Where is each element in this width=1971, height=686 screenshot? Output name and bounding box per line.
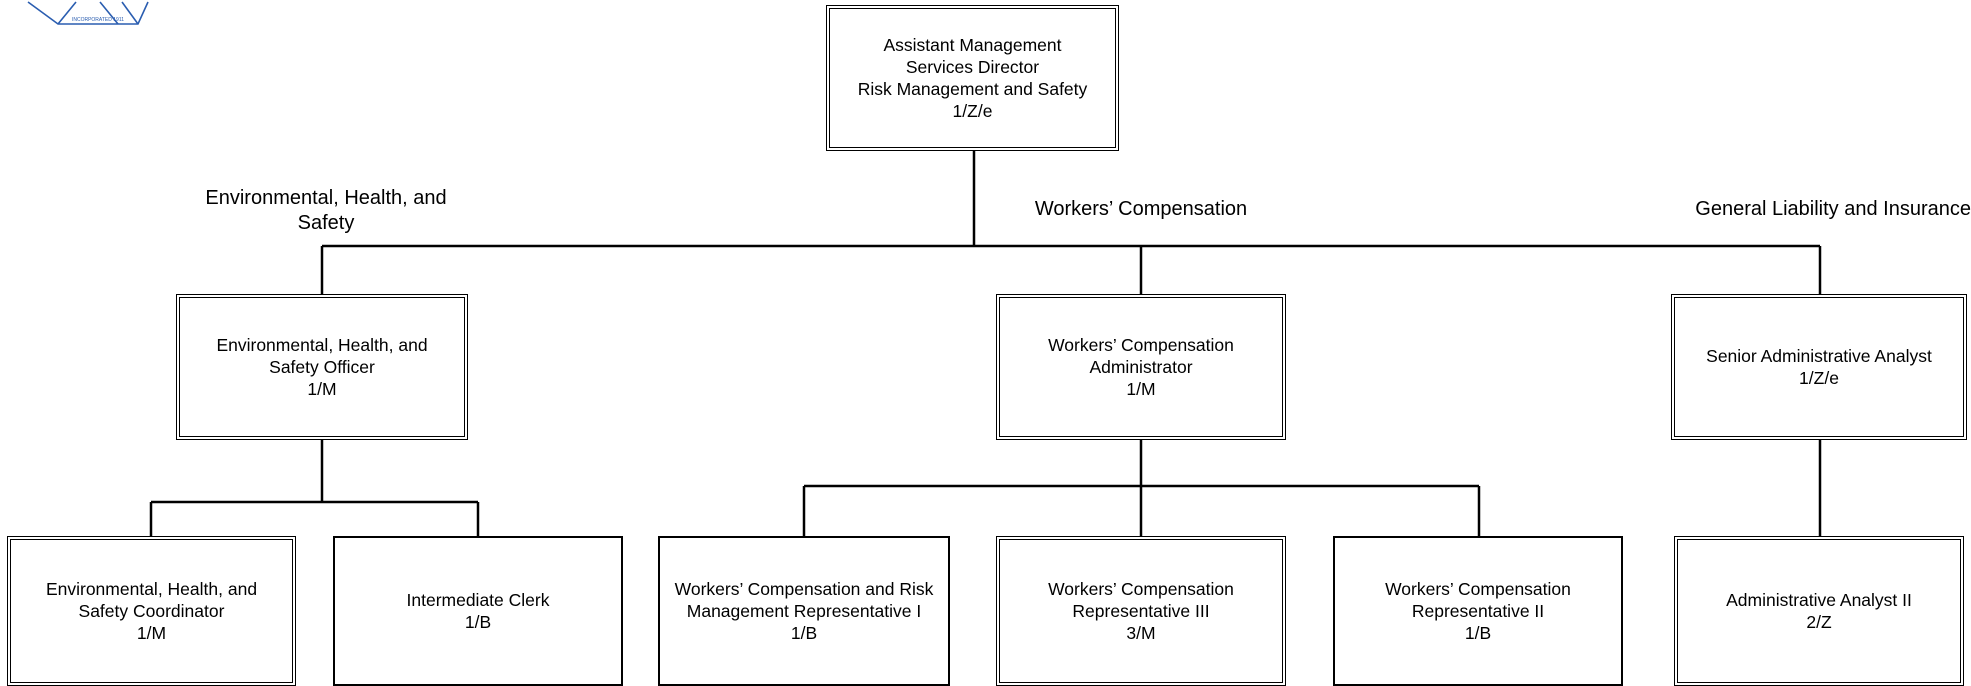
org-node-wc-risk-rep-1: Workers’ Compensation and Risk Managemen… [658,536,950,686]
node-title-line: Management Representative I [686,601,922,621]
node-title-line: Assistant Management [883,35,1062,55]
node-title-line: Senior Administrative Analyst [1706,346,1932,366]
seal-logo-icon [27,1,149,25]
node-title-line: Administrator [1089,357,1193,377]
node-code: 1/M [136,623,167,643]
node-title-line: Risk Management and Safety [857,79,1088,99]
node-title-line: Representative III [1072,601,1210,621]
node-title-line: Administrative Analyst II [1726,590,1912,610]
node-code: 1/M [1126,379,1156,399]
node-code: 1/Z/e [952,101,993,121]
section-label-gl-text: General Liability and Insurance [1695,198,1971,220]
org-node-ehs-coordinator: Environmental, Health, and Safety Coordi… [7,536,296,686]
node-code: 2/Z [1806,612,1832,632]
node-title-line: Representative II [1411,601,1545,621]
org-node-senior-analyst: Senior Administrative Analyst 1/Z/e [1671,294,1967,440]
node-code: 1/B [790,623,818,643]
org-node-intermediate-clerk: Intermediate Clerk 1/B [333,536,623,686]
node-title-line: Services Director [905,57,1040,77]
section-label-wc-text: Workers’ Compensation [1034,198,1248,220]
org-node-admin-analyst-2: Administrative Analyst II 2/Z [1674,536,1964,686]
node-code: 1/B [464,612,492,632]
section-label-ehs-line1: Environmental, Health, and [205,187,447,209]
section-label-ehs: Environmental, Health, and Safety [176,186,476,236]
node-code: 3/M [1126,623,1156,643]
section-label-ehs-line2: Safety [297,212,355,234]
section-label-workers-compensation: Workers’ Compensation [991,197,1291,222]
seal-logo-text: INCORPORATED 1911 [72,17,124,23]
node-title-line: Environmental, Health, and [45,579,258,599]
org-node-director: Assistant Management Services Director R… [826,5,1119,151]
org-node-wc-administrator: Workers’ Compensation Administrator 1/M [996,294,1286,440]
node-title-line: Safety Coordinator [78,601,225,621]
org-node-ehs-officer: Environmental, Health, and Safety Office… [176,294,468,440]
org-node-wc-rep-2: Workers’ Compensation Representative II … [1333,536,1623,686]
city-seal-logo: INCORPORATED 1911 [18,0,158,33]
node-code: 1/Z/e [1799,368,1839,388]
node-title-line: Intermediate Clerk [406,590,550,610]
node-title-line: Workers’ Compensation [1048,335,1234,355]
node-title-line: Environmental, Health, and [216,335,428,355]
node-code: 1/M [307,379,337,399]
node-title-line: Workers’ Compensation [1385,579,1571,599]
org-node-wc-rep-3: Workers’ Compensation Representative III… [996,536,1286,686]
section-label-general-liability: General Liability and Insurance [1650,197,1971,222]
node-title-line: Safety Officer [269,357,375,377]
node-code: 1/B [1464,623,1492,643]
node-title-line: Workers’ Compensation [1048,579,1234,599]
node-title-line: Workers’ Compensation and Risk [674,579,934,599]
